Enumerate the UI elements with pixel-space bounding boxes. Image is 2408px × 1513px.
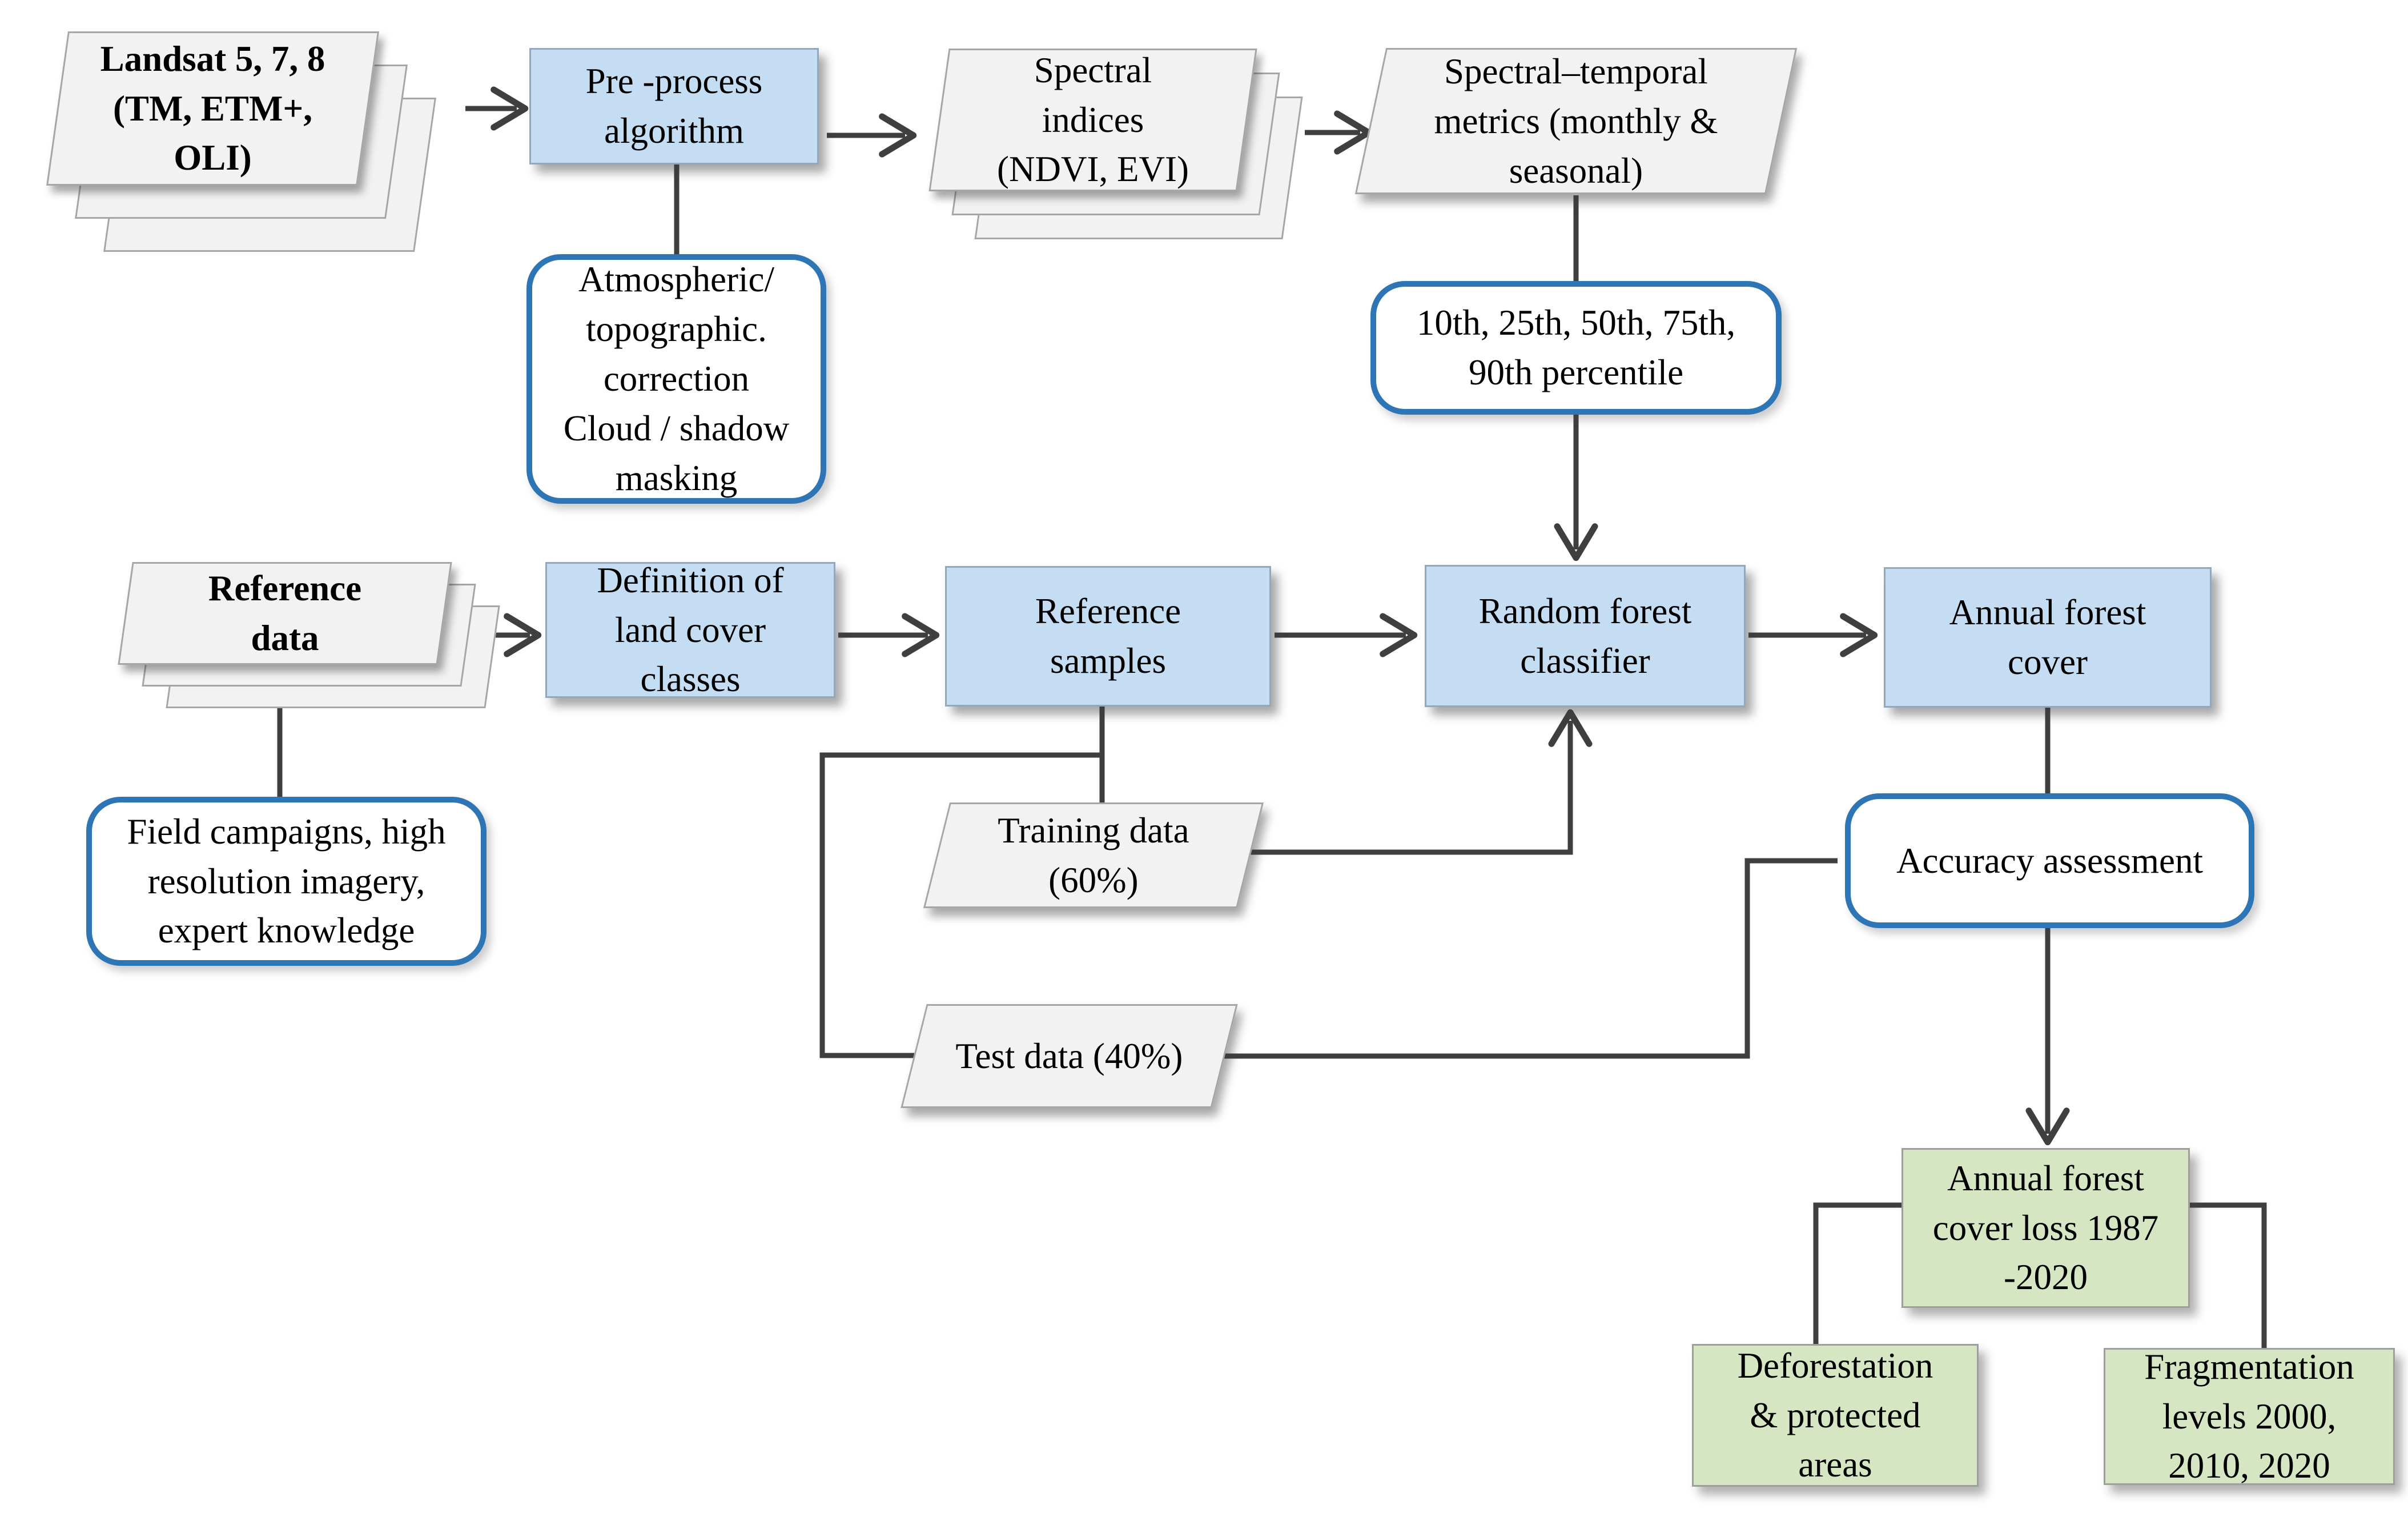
node-spectral-indices-label: Spectral indices (NDVI, EVI) (997, 50, 1189, 190)
node-definition-classes: Definition of land cover classes (545, 560, 835, 699)
link-test-accuracy (1214, 858, 1838, 1059)
node-reference-samples: Reference samples (945, 566, 1271, 707)
link-loss-deforestation (1813, 1202, 1904, 1354)
node-annual-forest-cover-label: Annual forest cover (1949, 592, 2146, 682)
link-loss-fragmentation (2188, 1202, 2267, 1358)
node-definition-classes-label: Definition of land cover classes (597, 560, 784, 700)
node-field-campaigns: Field campaigns, high resolution imagery… (86, 797, 487, 966)
node-spectral-indices-stack: Spectral indices (NDVI, EVI) (916, 49, 1304, 243)
node-reference-data-label: Reference data (208, 568, 362, 658)
node-percentiles: 10th, 25th, 50th, 75th, 90th percentile (1370, 281, 1782, 415)
node-training-data-label: Training data (60%) (998, 810, 1189, 900)
node-random-forest: Random forest classifier (1425, 565, 1746, 707)
node-annual-cover-loss: Annual forest cover loss 1987 -2020 (1902, 1148, 2190, 1308)
node-test-data: Test data (40%) (901, 1004, 1238, 1108)
node-accuracy-assessment: Accuracy assessment (1845, 793, 2254, 928)
node-reference-data-stack: Reference data (118, 562, 502, 716)
node-deforestation-label: Deforestation & protected areas (1737, 1345, 1933, 1485)
node-random-forest-label: Random forest classifier (1478, 591, 1692, 681)
node-preprocess-label: Pre -process algorithm (585, 61, 763, 151)
node-landsat-stack: Landsat 5, 7, 8 (TM, ETM+, OLI) (46, 31, 436, 260)
node-annual-forest-cover: Annual forest cover (1884, 567, 2212, 708)
node-landsat-label: Landsat 5, 7, 8 (TM, ETM+, OLI) (100, 38, 325, 178)
node-accuracy-assessment-label: Accuracy assessment (1896, 840, 2204, 881)
node-deforestation: Deforestation & protected areas (1692, 1344, 1979, 1487)
node-atmospheric-correction: Atmospheric/ topographic. correction Clo… (526, 254, 826, 504)
arrow-training-rf (1248, 709, 1593, 855)
node-annual-cover-loss-label: Annual forest cover loss 1987 -2020 (1932, 1158, 2159, 1298)
node-spectral-temporal: Spectral–temporal metrics (monthly & sea… (1354, 48, 1798, 194)
node-atmospheric-correction-label: Atmospheric/ topographic. correction Clo… (563, 259, 790, 498)
node-spectral-temporal-label: Spectral–temporal metrics (monthly & sea… (1434, 51, 1718, 191)
link-samples-test (819, 752, 1102, 1058)
node-reference-samples-label: Reference samples (1035, 591, 1181, 681)
node-fragmentation: Fragmentation levels 2000, 2010, 2020 (2104, 1347, 2395, 1486)
node-fragmentation-label: Fragmentation levels 2000, 2010, 2020 (2144, 1346, 2354, 1486)
node-percentiles-label: 10th, 25th, 50th, 75th, 90th percentile (1416, 303, 1736, 392)
node-field-campaigns-label: Field campaigns, high resolution imagery… (127, 811, 446, 951)
node-preprocess: Pre -process algorithm (529, 48, 819, 164)
node-test-data-label: Test data (40%) (955, 1036, 1183, 1076)
node-training-data: Training data (60%) (923, 802, 1264, 908)
